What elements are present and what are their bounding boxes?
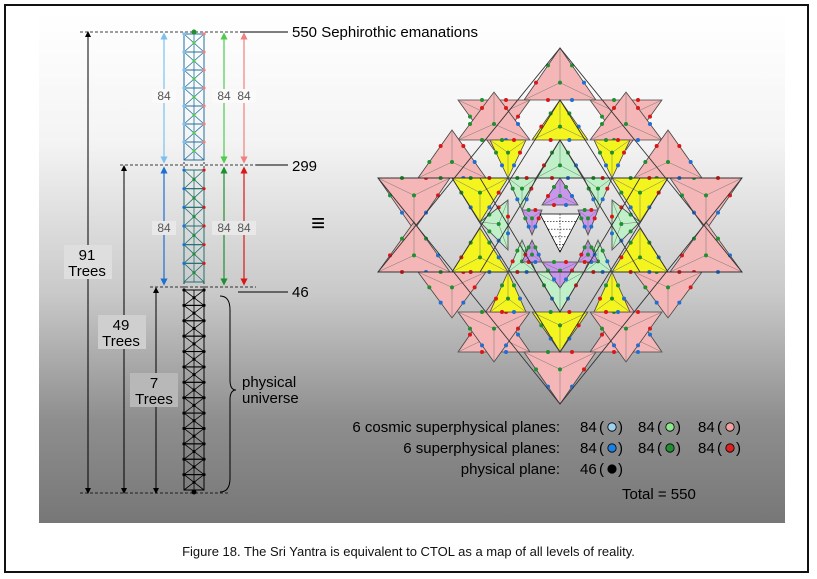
label-91-trees: Trees [68,263,106,280]
legend-value: 84 [638,440,655,457]
legend-paren-close: ) [618,419,623,436]
physical-universe-brace [219,295,237,493]
legend-total: Total = 550 [622,486,696,503]
legend-swatch [725,422,735,432]
legend-paren-close: ) [676,440,681,457]
legend-swatch [665,443,675,453]
sri-yantra [377,47,743,405]
label-550: 550 Sephirothic emanations [292,24,478,41]
legend-paren-close: ) [736,419,741,436]
legend-swatch [607,422,617,432]
legend-paren-open: ( [657,419,662,436]
legend-paren-open: ( [717,419,722,436]
legend-swatch [607,464,617,474]
tree-of-life-column [182,29,206,495]
yantra-outline [479,177,641,313]
count-84-d: 84 [157,221,171,235]
legend-paren-close: ) [618,461,623,478]
count-84-a: 84 [157,89,171,103]
legend-value: 84 [580,419,597,436]
count-84-c: 84 [237,89,251,103]
legend-paren-open: ( [599,461,604,478]
legend-value: 84 [698,419,715,436]
equivalence-sign: ≡ [311,210,325,237]
label-49: 49 [113,317,130,334]
legend-paren-close: ) [676,419,681,436]
legend-paren-close: ) [618,440,623,457]
legend-value: 46 [580,461,597,478]
legend-paren-open: ( [657,440,662,457]
yantra-outline [479,139,641,273]
label-46: 46 [292,284,309,301]
figure-caption: Figure 18. The Sri Yantra is equivalent … [182,544,635,559]
count-84-b: 84 [217,89,231,103]
count-84-f: 84 [237,221,251,235]
legend: 6 cosmic superphysical planes:84()84()84… [352,419,741,503]
count-labels: 84 84 84 84 84 84 [152,89,256,235]
legend-value: 84 [698,440,715,457]
count-84-e: 84 [217,221,231,235]
label-7-trees: Trees [135,391,173,408]
legend-row-label: 6 cosmic superphysical planes: [352,419,560,436]
label-physical: physical [242,374,296,391]
label-7: 7 [150,375,158,392]
level-lines-solid [238,31,288,293]
legend-swatch [665,422,675,432]
legend-value: 84 [638,419,655,436]
label-299: 299 [292,158,317,175]
legend-paren-open: ( [717,440,722,457]
label-universe: universe [242,390,299,407]
legend-paren-close: ) [736,440,741,457]
legend-swatch [725,443,735,453]
legend-paren-open: ( [599,440,604,457]
legend-swatch [607,443,617,453]
label-91: 91 [79,247,96,264]
legend-paren-open: ( [599,419,604,436]
label-49-trees: Trees [102,333,140,350]
legend-value: 84 [580,440,597,457]
legend-row-label: physical plane: [461,461,560,478]
span-labels: 91 Trees 49 Trees 7 Trees [64,245,178,408]
legend-row-label: 6 superphysical planes: [403,440,560,457]
